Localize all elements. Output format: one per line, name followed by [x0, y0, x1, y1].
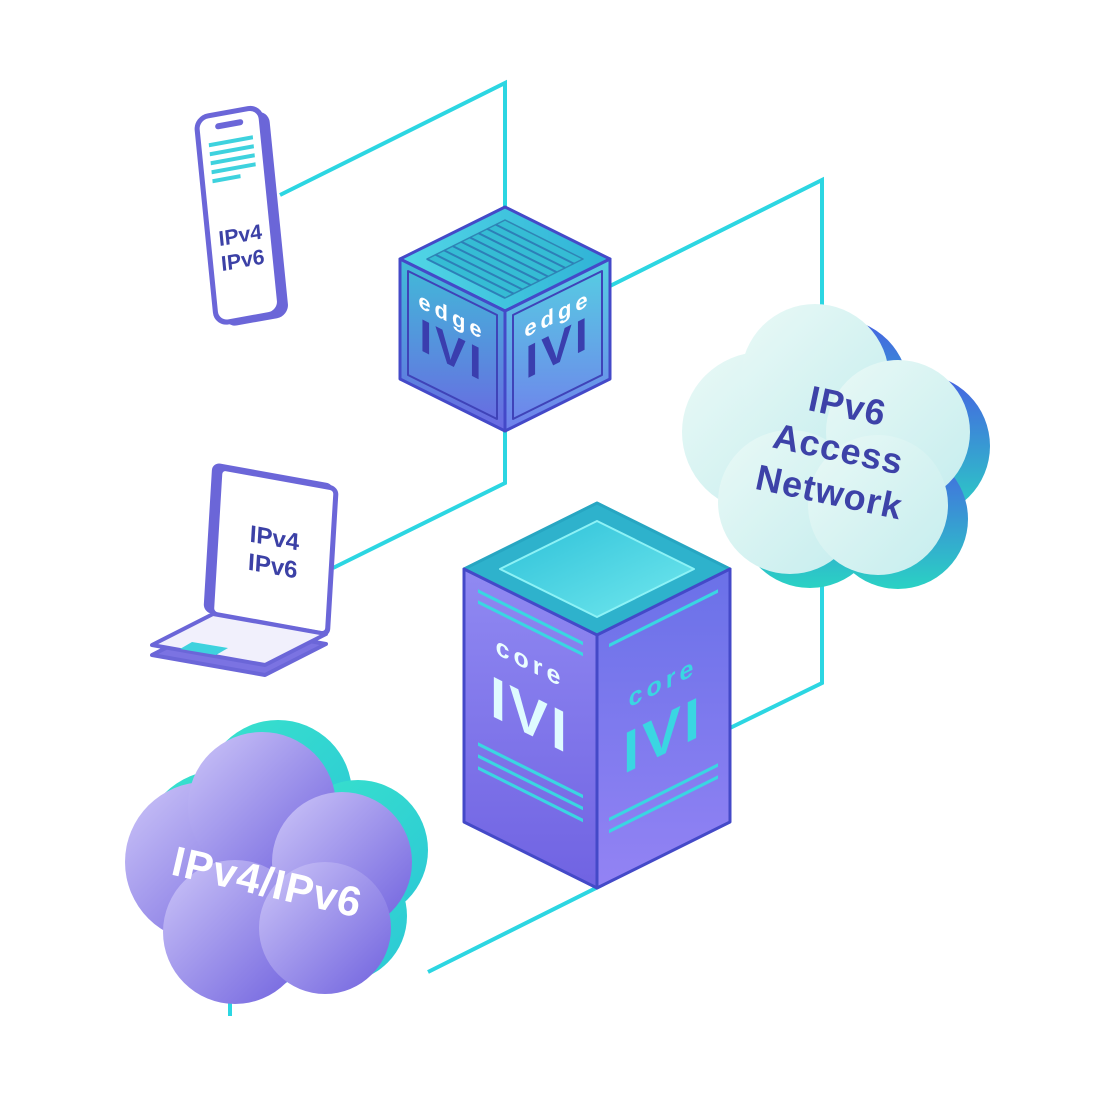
cloud-front-layer	[125, 732, 412, 1004]
edge-router-node: edge IVI edge IVI	[398, 205, 612, 433]
cloud-bump	[808, 435, 948, 575]
core-right-vents-bottom	[609, 763, 718, 834]
cloud-bump	[259, 862, 391, 994]
edge-cube-right-face	[503, 257, 612, 433]
vent-line	[478, 600, 583, 657]
grille-line	[426, 258, 506, 299]
cloud-front-layer	[682, 304, 970, 575]
laptop-base-deck	[150, 612, 328, 667]
core-right-vents	[609, 589, 718, 648]
grille-line	[495, 223, 575, 265]
phone-screen-lines	[208, 135, 256, 184]
connector-edge-to-cloud	[597, 176, 824, 340]
laptop-node: IPv4 IPv6	[150, 463, 339, 677]
phone-speaker-bar	[215, 119, 244, 130]
ipv4-ipv6-cloud: IPv4/IPv6	[125, 720, 428, 1004]
core-router-node: core IVI core IVI	[462, 501, 732, 890]
connector-core-to-dual-cloud	[427, 882, 605, 974]
screen-line	[208, 135, 254, 148]
grille-line	[452, 245, 532, 286]
smartphone-node: IPv4 IPv6	[194, 105, 288, 326]
core-left-vents-bottom	[478, 742, 583, 823]
screen-line	[211, 162, 256, 175]
screen-line	[210, 153, 255, 166]
grille-line	[443, 249, 523, 291]
core-top-panel	[499, 520, 695, 618]
screen-line	[209, 144, 255, 157]
grille-line	[435, 253, 515, 295]
ipv6-access-network-cloud: IPv6 Access Network	[682, 304, 990, 589]
grille-line	[469, 236, 549, 278]
vent-line	[609, 589, 718, 648]
laptop-screen: IPv4 IPv6	[203, 463, 339, 637]
vent-line	[478, 754, 583, 811]
vent-line	[609, 763, 718, 822]
vent-line	[478, 589, 583, 646]
connector-phone-to-edge	[279, 79, 507, 218]
grille-line	[478, 232, 558, 274]
screen-line	[212, 174, 241, 184]
edge-cube-left-inset	[407, 270, 498, 420]
connector-edge-to-laptop	[332, 420, 507, 570]
connector-cloud-to-core	[729, 552, 824, 730]
core-left-vents	[478, 589, 583, 657]
laptop-trackpad	[180, 642, 228, 655]
vent-line	[478, 766, 583, 823]
grille-line	[486, 228, 566, 269]
vent-line	[609, 775, 718, 834]
grille-line	[460, 240, 540, 282]
edge-cube-grille-lines	[426, 223, 575, 299]
vent-line	[478, 742, 583, 799]
edge-cube-right-inset	[512, 270, 603, 420]
